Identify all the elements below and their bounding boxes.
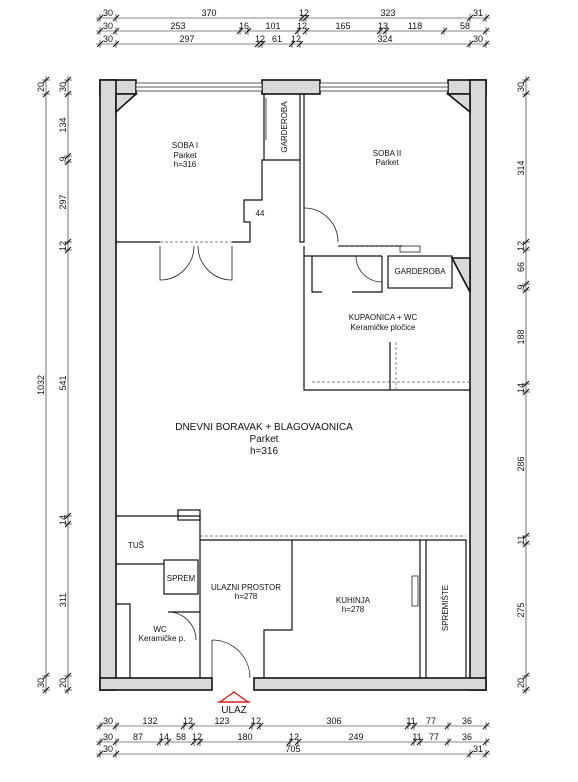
top-windows <box>135 82 449 92</box>
dim-label-right-3: 66 <box>516 262 526 272</box>
dim-label-bottom_row2-2: 14 <box>159 732 169 742</box>
dim-label-right-7: 286 <box>516 456 526 471</box>
dim-label-bottom_row2-3: 58 <box>176 732 186 742</box>
room-sprem-name: SPREM <box>167 574 196 583</box>
room-garderoba1-name: GARDEROBA <box>280 101 289 153</box>
dim-label-bottom_row2-6: 12 <box>289 732 299 742</box>
room-soba2-name: SOBA II <box>373 149 401 158</box>
dim-label-top_row2-4: 12 <box>297 21 307 31</box>
dim-label-bottom_row1-0: 30 <box>103 716 113 726</box>
room-spremiste-name: SPREMIŠTE <box>441 585 450 631</box>
dim-label-bottom_row2-7: 249 <box>348 732 363 742</box>
dim-label-bottom_row2-1: 87 <box>133 732 143 742</box>
dim-label-top_row2-8: 58 <box>460 21 470 31</box>
room-kupaonica-floor: Keramičke pločice <box>351 323 416 332</box>
dim-label-top_row3-0: 30 <box>103 34 113 44</box>
room-kuhinja-height: h=278 <box>342 605 365 614</box>
dim-label-top_row2-6: 13 <box>378 21 388 31</box>
dim-label-left_inner-2: 9 <box>58 156 68 161</box>
dim-label-right-0: 30 <box>516 82 526 92</box>
dim-label-top_row1-1: 370 <box>201 8 216 18</box>
dim-label-bottom_row2-4: 12 <box>192 732 202 742</box>
dim-label-left_outer-0: 20 <box>36 82 46 92</box>
entrance-label: ULAZ <box>221 705 247 716</box>
dim-label-left_inner-5: 541 <box>58 375 68 390</box>
dim-label-right-4: 9 <box>516 284 526 289</box>
dim-label-bottom_row1-5: 306 <box>326 716 341 726</box>
dim-label-right-10: 20 <box>516 678 526 688</box>
outer-walls <box>99 79 487 691</box>
dim-label-left_outer-2: 30 <box>36 678 46 688</box>
interior-walls <box>116 94 470 678</box>
dim-label-right-6: 14 <box>516 383 526 393</box>
dim-label-bottom_row3-0: 30 <box>103 744 113 754</box>
dim-label-top_row3-3: 61 <box>272 34 282 44</box>
dim-label-top_row1-4: 31 <box>473 8 483 18</box>
entrance-marker: ULAZ <box>217 691 251 716</box>
room-dnevni-height: h=316 <box>250 446 279 457</box>
room-tus-name: TUŠ <box>128 541 144 550</box>
dim-label-top_row2-0: 30 <box>103 21 113 31</box>
dim-label-bottom_row2-5: 180 <box>237 732 252 742</box>
dim-label-right-8: 11 <box>516 535 526 544</box>
dim-label-top_row2-1: 253 <box>170 21 185 31</box>
dim-label-left_inner-8: 20 <box>58 678 68 688</box>
dim-label-right-2: 12 <box>516 241 526 251</box>
dim-label-top_row1-2: 12 <box>299 8 309 18</box>
dim-label-bottom_row2-8: 11 <box>412 732 421 742</box>
dim-label-top_row3-4: 12 <box>291 34 301 44</box>
room-soba1-name: SOBA I <box>172 141 198 150</box>
room-kupaonica-name: KUPAONICA + WC <box>349 313 418 322</box>
room-dnevni-floor: Parket <box>250 434 279 445</box>
dim-label-top_row3-2: 12 <box>255 34 265 44</box>
dim-label-left_inner-6: 14 <box>58 515 68 525</box>
dim-label-bottom_row1-4: 12 <box>251 716 261 726</box>
dim-label-top_row2-2: 16 <box>239 21 249 31</box>
dim-label-left_inner-7: 311 <box>58 593 68 607</box>
room-ulazni-name: ULAZNI PROSTOR <box>211 583 281 592</box>
dim-label-top_row2-5: 165 <box>335 21 350 31</box>
dim-label-left_inner-0: 30 <box>58 82 68 92</box>
dim-label-top_row2-7: 118 <box>408 21 422 31</box>
dim-label-bottom_row2-0: 30 <box>103 732 113 742</box>
dim-label-top_row1-3: 323 <box>380 8 395 18</box>
dim-label-bottom_row3-1: 705 <box>285 744 300 754</box>
dim-label-bottom_row1-8: 36 <box>462 716 472 726</box>
dim-label-bottom_row1-1: 132 <box>142 716 157 726</box>
dim-label-bottom_row1-7: 77 <box>426 716 436 726</box>
room-dnevni-name: DNEVNI BORAVAK + BLAGOVAONICA <box>175 422 353 433</box>
dim-label-left_inner-3: 297 <box>58 194 68 209</box>
stair-width-label: 44 <box>256 209 265 218</box>
room-soba1-floor: Parket <box>173 151 197 160</box>
dim-label-top_row1-0: 30 <box>103 8 113 18</box>
dim-label-left_inner-1: 134 <box>58 117 68 132</box>
dim-label-bottom_row1-2: 12 <box>183 716 193 726</box>
room-kuhinja-name: KUHINJA <box>336 596 371 605</box>
doors <box>159 98 421 679</box>
dim-label-bottom_row2-9: 77 <box>429 732 439 742</box>
room-garderoba2-name: GARDEROBA <box>394 267 446 276</box>
dim-label-top_row3-6: 30 <box>473 34 483 44</box>
room-wc-floor: Keramičke p. <box>139 634 186 643</box>
dim-label-bottom_row2-10: 36 <box>462 732 472 742</box>
dim-label-right-5: 188 <box>516 329 526 344</box>
dim-label-right-1: 314 <box>516 160 526 175</box>
dim-label-bottom_row1-6: 11 <box>406 716 415 726</box>
dim-label-top_row3-5: 324 <box>377 34 392 44</box>
room-ulazni-height: h=278 <box>235 592 258 601</box>
room-wc-name: WC <box>153 625 167 634</box>
dim-label-top_row2-3: 101 <box>265 21 280 31</box>
dim-label-left_inner-4: 12 <box>58 241 68 251</box>
room-soba1-height: h=316 <box>174 160 197 169</box>
room-labels: SOBA I Parket h=316 SOBA II Parket GARDE… <box>128 101 450 643</box>
dim-label-bottom_row1-3: 123 <box>214 716 229 726</box>
dim-label-left_outer-1: 1032 <box>36 375 46 395</box>
dim-label-bottom_row3-2: 31 <box>473 744 483 754</box>
dim-label-right-9: 275 <box>516 602 526 617</box>
dim-label-top_row3-1: 297 <box>179 34 194 44</box>
room-soba2-floor: Parket <box>375 158 399 167</box>
